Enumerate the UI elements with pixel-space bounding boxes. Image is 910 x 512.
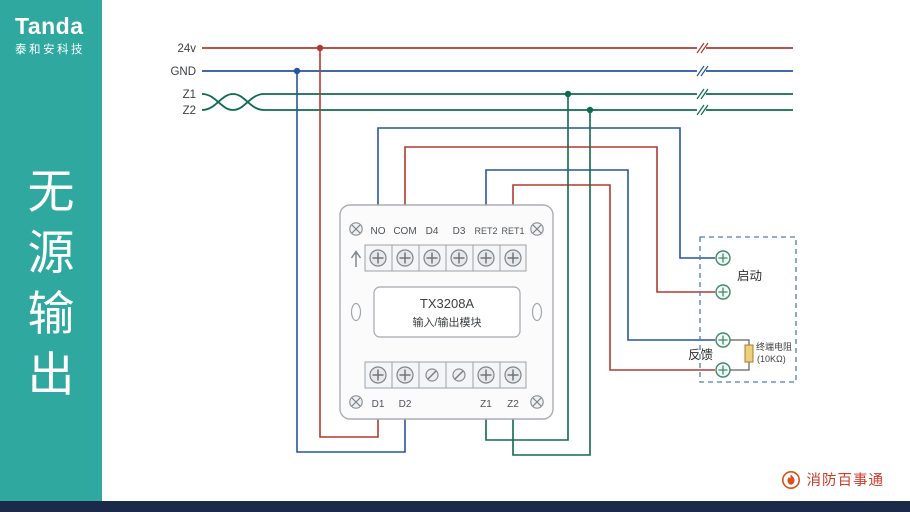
bus-label-gnd: GND bbox=[170, 66, 196, 78]
bottom-terminal-strip bbox=[364, 361, 527, 389]
wires bbox=[293, 44, 715, 456]
module-nameplate bbox=[373, 286, 521, 338]
device-terminal-icon bbox=[715, 332, 731, 348]
start-label: 启动 bbox=[737, 269, 762, 283]
junction-dot-24v bbox=[316, 44, 324, 52]
device-dashed-outline bbox=[699, 236, 797, 383]
bus-gnd-break-mark bbox=[696, 65, 709, 77]
terminal-label-z1: Z1 bbox=[480, 399, 492, 410]
terminal-label-ret1: RET1 bbox=[501, 226, 524, 236]
resistor-body bbox=[744, 344, 754, 363]
mounting-screw-icon bbox=[349, 222, 363, 236]
module-name: 输入/输出模块 bbox=[412, 315, 481, 329]
title-char: 无 bbox=[27, 165, 75, 220]
terminal-screw-icon bbox=[369, 249, 387, 267]
junction-dot-z1 bbox=[564, 90, 572, 98]
terminal-label-d3: D3 bbox=[453, 226, 466, 237]
terminal-screw-icon bbox=[477, 249, 495, 267]
sidebar: Tanda 泰和安科技 无 源 输 出 bbox=[0, 0, 102, 501]
device-terminal-icon bbox=[715, 362, 731, 378]
brand-block: Tanda 泰和安科技 bbox=[0, 0, 102, 57]
bus-z1-line-twisted bbox=[201, 93, 793, 111]
terminal-label-ret2: RET2 bbox=[474, 226, 497, 236]
terminal-label-z2: Z2 bbox=[507, 399, 519, 410]
terminal-screw-icon bbox=[504, 366, 522, 384]
resistor-value: (10KΩ) bbox=[757, 354, 786, 364]
title-char: 出 bbox=[27, 348, 75, 403]
brand-subtitle: 泰和安科技 bbox=[15, 44, 85, 56]
terminal-screw-icon bbox=[504, 249, 522, 267]
orientation-arrow-icon bbox=[350, 250, 362, 267]
mounting-screw-icon bbox=[530, 395, 544, 409]
wire-ret2-to-feedback bbox=[485, 169, 715, 341]
wire-ret1-to-feedback bbox=[512, 184, 715, 371]
wire-z1-bus-to-module bbox=[485, 94, 569, 441]
junction-dot-gnd bbox=[293, 67, 301, 75]
terminal-screw-slotted-icon bbox=[425, 368, 439, 382]
junction-dot-z2 bbox=[586, 106, 594, 114]
terminal-screw-icon bbox=[369, 366, 387, 384]
wire-gnd-to-d2 bbox=[296, 71, 406, 453]
wire-24v-to-d1 bbox=[319, 48, 379, 438]
page-title-vertical: 无 源 输 出 bbox=[0, 162, 102, 406]
footer-logo-text: 消防百事通 bbox=[806, 473, 884, 489]
terminal-screw-icon bbox=[477, 366, 495, 384]
resistor-label: 终端电阻 bbox=[756, 341, 792, 352]
io-module: NO COM D4 D3 RET2 RET1 TX3208A 输 bbox=[339, 204, 554, 420]
terminal-label-d4: D4 bbox=[426, 226, 439, 237]
brand-logo: Tanda bbox=[15, 13, 84, 39]
terminal-screw-icon bbox=[423, 249, 441, 267]
terminal-label-com: COM bbox=[393, 226, 416, 237]
flame-badge-icon bbox=[781, 470, 800, 489]
footer-logo: 消防百事通 bbox=[781, 469, 885, 490]
terminal-screw-slotted-icon bbox=[452, 368, 466, 382]
terminal-resistor bbox=[730, 339, 754, 371]
side-slot-left bbox=[350, 302, 362, 322]
mounting-screw-icon bbox=[349, 395, 363, 409]
bus-lines: 24v GND Z1 Z2 bbox=[170, 42, 793, 117]
bottom-accent-bar bbox=[0, 501, 910, 512]
top-terminal-strip bbox=[364, 244, 527, 272]
terminal-screw-icon bbox=[396, 366, 414, 384]
terminal-screw-icon bbox=[396, 249, 414, 267]
bus-label-24v: 24v bbox=[177, 43, 196, 55]
bus-label-z2: Z2 bbox=[183, 105, 196, 117]
bus-z2-line-twisted bbox=[201, 93, 793, 111]
wire-z2-bus-to-module bbox=[512, 110, 591, 456]
side-slot-right bbox=[531, 302, 543, 322]
bus-z2-break-mark bbox=[696, 104, 709, 116]
terminal-label-no: NO bbox=[371, 226, 386, 237]
terminal-screw-icon bbox=[450, 249, 468, 267]
device-terminal-icon bbox=[715, 250, 731, 266]
bus-label-z1: Z1 bbox=[183, 89, 196, 101]
bus-z1-break-mark bbox=[696, 88, 709, 100]
controlled-device-box: 启动 反馈 终端电阻 (10KΩ) bbox=[688, 236, 797, 383]
mounting-screw-icon bbox=[530, 222, 544, 236]
device-terminal-icon bbox=[715, 284, 731, 300]
feedback-label: 反馈 bbox=[688, 348, 713, 362]
module-model: TX3208A bbox=[420, 296, 475, 311]
wire-no-to-start bbox=[377, 127, 715, 259]
bus-24v-break-mark bbox=[696, 42, 709, 54]
terminal-label-d1: D1 bbox=[372, 399, 385, 410]
terminal-label-d2: D2 bbox=[399, 399, 412, 410]
title-char: 源 bbox=[27, 226, 75, 281]
title-char: 输 bbox=[27, 287, 75, 342]
wire-com-to-start bbox=[404, 146, 715, 293]
